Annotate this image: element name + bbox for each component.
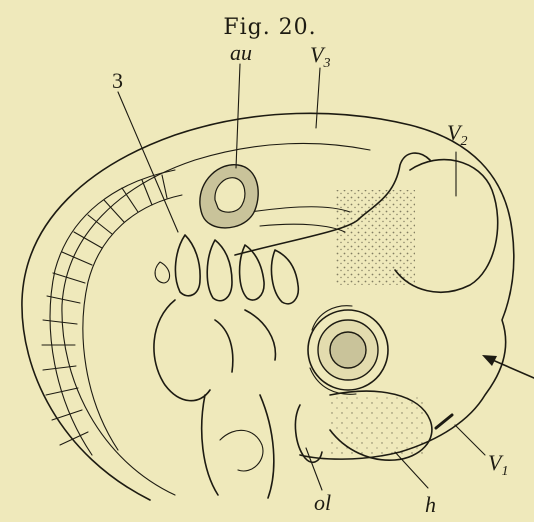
figure-caption: Fig. 20. bbox=[223, 15, 316, 40]
leader-line-ol bbox=[306, 448, 322, 490]
label-au: au bbox=[230, 40, 252, 65]
head-mark bbox=[436, 415, 452, 428]
leader-line-h bbox=[395, 452, 428, 488]
eye bbox=[308, 306, 388, 395]
stippled-head-region bbox=[330, 395, 425, 455]
stippled-tissue-neck bbox=[335, 190, 415, 285]
leader-line-v1 bbox=[455, 425, 485, 455]
label-h: h bbox=[425, 492, 436, 517]
embryo-outer-outline bbox=[22, 113, 514, 500]
label-ol: ol bbox=[314, 490, 331, 515]
label-3: 3 bbox=[112, 68, 123, 93]
somite-column bbox=[42, 170, 182, 455]
label-v1: V1 bbox=[488, 450, 508, 479]
leader-line-3 bbox=[118, 92, 178, 232]
heart-bulge bbox=[154, 300, 276, 401]
leader-line-au bbox=[236, 64, 240, 168]
lower-fold bbox=[220, 430, 263, 471]
pointer-arrow bbox=[482, 355, 534, 378]
leader-line-v3 bbox=[316, 68, 320, 128]
label-v2: V2 bbox=[447, 120, 467, 149]
label-v3: V3 bbox=[310, 42, 330, 71]
